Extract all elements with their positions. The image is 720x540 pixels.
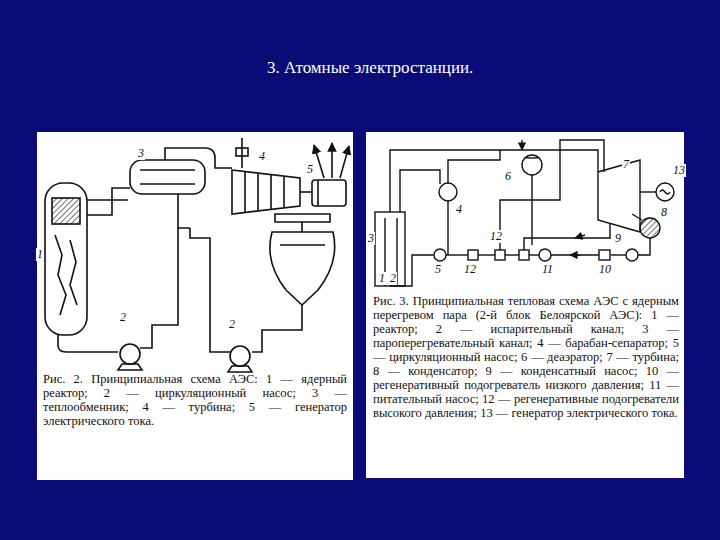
callout-number: 10 [598,263,612,276]
thermal-scheme [375,140,674,286]
callout-number: 2 [119,311,127,324]
callout-number: 9 [614,232,622,245]
callout-number: 4 [258,150,266,163]
callout-number: 2 [228,318,236,331]
callout-number: 3 [137,147,145,160]
callout-number: 4 [455,203,463,216]
callout-number: 6 [504,170,512,183]
callout-number: 3 [367,232,375,245]
callout-number: 13 [672,164,686,177]
callout-number: 7 [622,158,630,171]
callout-number: 2 [389,272,397,285]
callout-number: 5 [434,263,442,276]
callout-number: 8 [660,206,668,219]
callout-number: 11 [541,263,554,276]
callout-number: 1 [36,248,44,261]
callout-number: 5 [306,163,314,176]
figure-caption: Рис. 3. Принципиальная тепловая схема АЭ… [373,294,679,420]
callout-number: 1 [378,272,386,285]
slide-title: 3. Атомные электростанции. [267,58,473,78]
figure-caption: Рис. 2. Принципиальная схема АЭС: 1 — яд… [43,372,347,428]
callout-number: 12 [489,230,503,243]
callout-number: 12 [463,263,477,276]
npp-scheme [45,138,349,372]
